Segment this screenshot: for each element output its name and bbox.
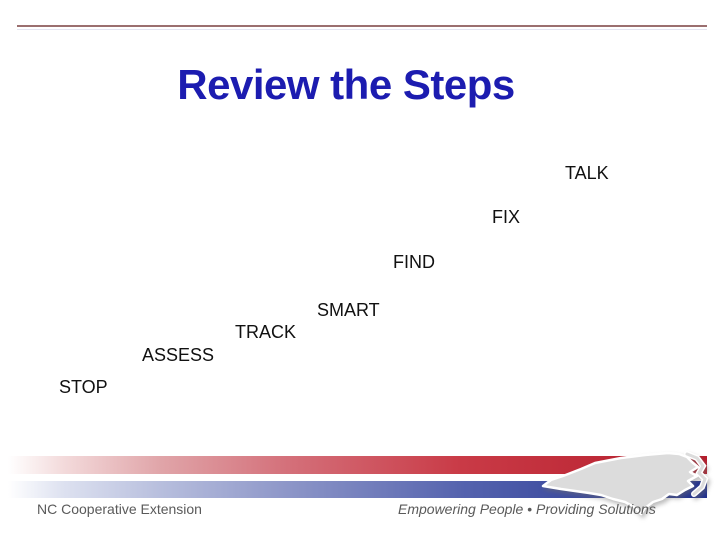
top-divider-line — [17, 25, 707, 27]
step-track: TRACK — [235, 322, 297, 342]
step-find: FIND — [393, 252, 435, 272]
step-smart: SMART — [317, 300, 380, 320]
page-title: Review the Steps — [177, 61, 515, 108]
footer-tagline: Empowering People • Providing Solutions — [398, 501, 656, 517]
step-talk: TALK — [565, 163, 609, 183]
north-carolina-map-icon — [541, 451, 709, 516]
footer-org-name: NC Cooperative Extension — [37, 501, 202, 517]
footer-blue-stripe — [8, 481, 707, 498]
footer-red-stripe — [8, 456, 707, 474]
step-fix: FIX — [492, 207, 521, 227]
step-stop: STOP — [59, 377, 108, 397]
top-divider-highlight — [17, 29, 707, 30]
step-assess: ASSESS — [142, 345, 215, 365]
